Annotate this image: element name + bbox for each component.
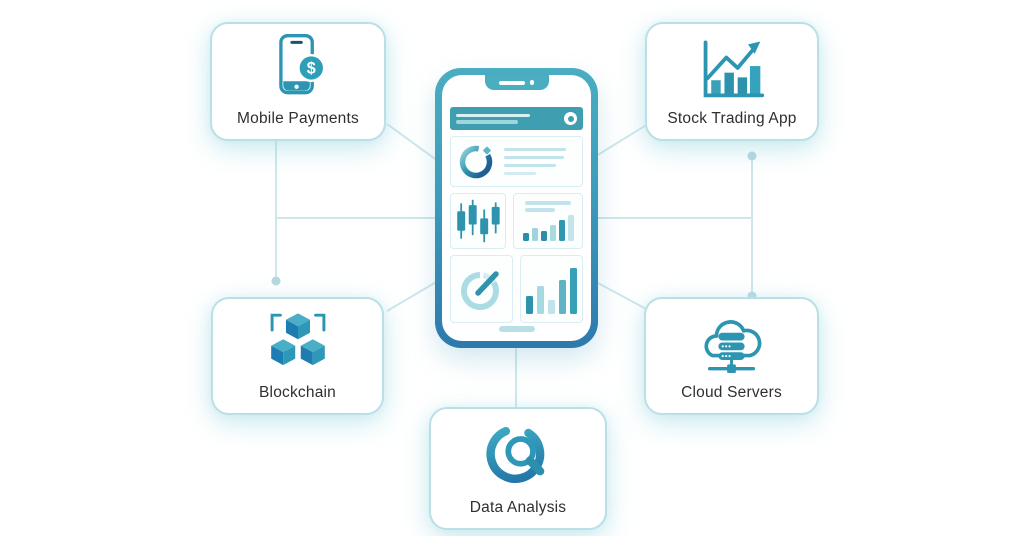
- bar-chart: [526, 268, 577, 314]
- connector-dot: [271, 276, 281, 286]
- card-cloud-servers[interactable]: Cloud Servers: [644, 297, 819, 415]
- card-label: Blockchain: [259, 383, 336, 401]
- ascending-bar-chart: [522, 215, 574, 241]
- camera-dot: [529, 80, 535, 85]
- stock-growth-chart-icon: [647, 24, 817, 111]
- blockchain-cubes-icon: [213, 299, 382, 385]
- donut-chart: [459, 145, 493, 178]
- donut-chart-card: [450, 136, 583, 187]
- bar-chart-card: [520, 255, 583, 323]
- smartphone-illustration: [435, 68, 598, 348]
- candlestick-chart: [457, 199, 500, 243]
- app-header-bar: [450, 107, 583, 130]
- search-avatar-icon[interactable]: [564, 112, 577, 125]
- card-mobile-payments[interactable]: $ Mobile Payments: [210, 22, 386, 141]
- ascending-bar-chart-card: [513, 193, 583, 249]
- text-placeholder-lines: [504, 147, 566, 176]
- card-label: Cloud Servers: [681, 383, 782, 401]
- card-data-analysis[interactable]: Data Analysis: [429, 407, 607, 530]
- connector-dot: [747, 151, 757, 161]
- svg-text:$: $: [307, 60, 316, 78]
- magnifier-analytics-icon: [431, 409, 605, 500]
- home-indicator: [498, 326, 535, 332]
- header-text-lines: [456, 113, 564, 124]
- card-stock-trading-app[interactable]: Stock Trading App: [645, 22, 819, 141]
- card-blockchain[interactable]: Blockchain: [211, 297, 384, 415]
- candlestick-chart-card: [450, 193, 506, 249]
- cloud-database-icon: [646, 299, 817, 385]
- smartphone-dollar-icon: $: [212, 24, 384, 111]
- text-placeholder-lines: [525, 201, 571, 212]
- card-label: Stock Trading App: [667, 109, 797, 127]
- card-label: Data Analysis: [469, 498, 567, 516]
- phone-screen: [442, 75, 591, 341]
- phone-notch: [484, 75, 549, 90]
- speaker-slot: [498, 80, 525, 85]
- gauge-chart-card: [450, 255, 513, 323]
- card-label: Mobile Payments: [237, 109, 359, 127]
- gauge-chart: [460, 271, 499, 310]
